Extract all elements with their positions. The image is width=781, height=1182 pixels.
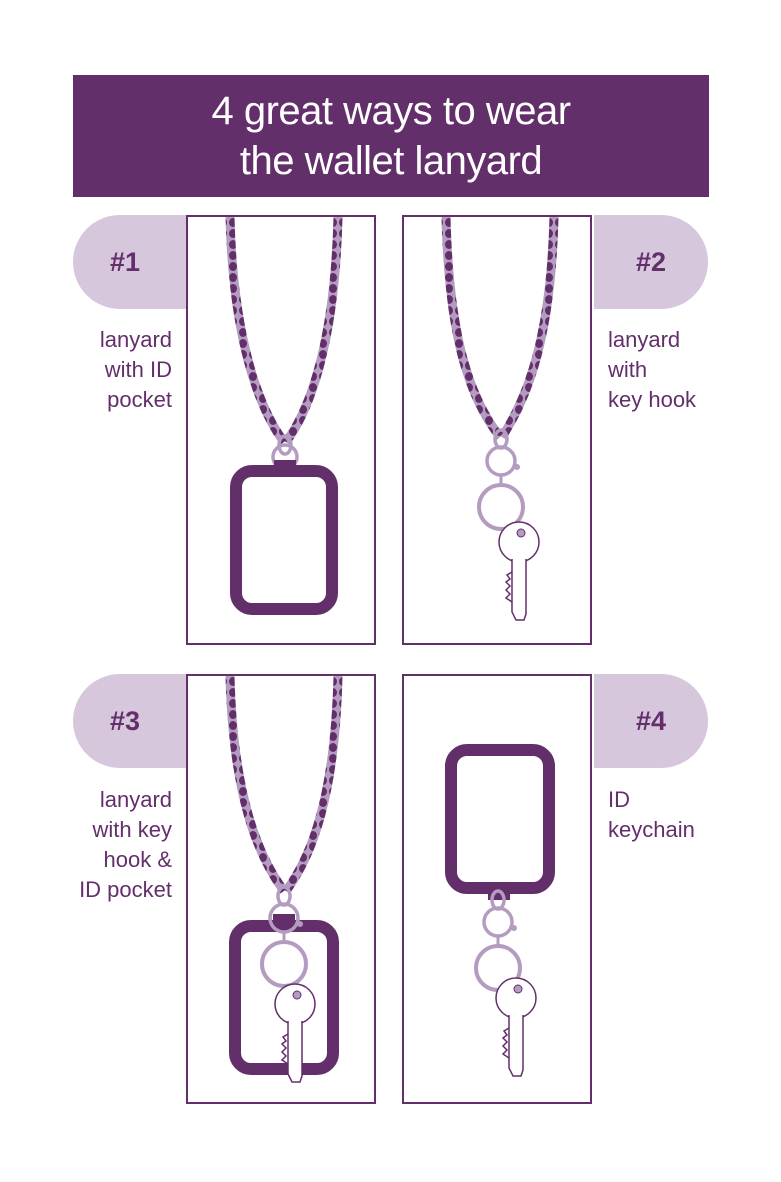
way-1-description: lanyard with ID pocket xyxy=(99,327,172,412)
way-4-description: ID keychain xyxy=(608,787,695,842)
lanyard-id-pocket-icon xyxy=(225,217,343,615)
way-3-illustration-panel xyxy=(186,674,376,1104)
title-banner: 4 great ways to wear the wallet lanyard xyxy=(73,75,709,197)
id-keychain-icon xyxy=(445,744,555,1077)
way-4-badge: #4 xyxy=(594,674,708,768)
way-2-illustration-panel xyxy=(402,215,592,645)
way-2-number: #2 xyxy=(635,246,667,277)
way-2-description: lanyard with key hook xyxy=(608,327,697,412)
lanyard-key-hook-id-pocket-icon xyxy=(225,676,343,1083)
way-3-badge: #3 xyxy=(73,674,187,768)
way-1-badge: #1 xyxy=(73,215,187,309)
way-1-illustration-panel xyxy=(186,215,376,645)
way-4-illustration-panel xyxy=(402,674,592,1104)
way-3-description: lanyard with key hook & ID pocket xyxy=(79,787,172,902)
way-4-number: #4 xyxy=(635,705,667,736)
lanyard-key-hook-icon xyxy=(441,217,559,621)
page-title: 4 great ways to wear the wallet lanyard xyxy=(211,89,571,183)
way-3-number: #3 xyxy=(109,705,141,736)
way-2-badge: #2 xyxy=(594,215,708,309)
way-1-number: #1 xyxy=(109,246,141,277)
